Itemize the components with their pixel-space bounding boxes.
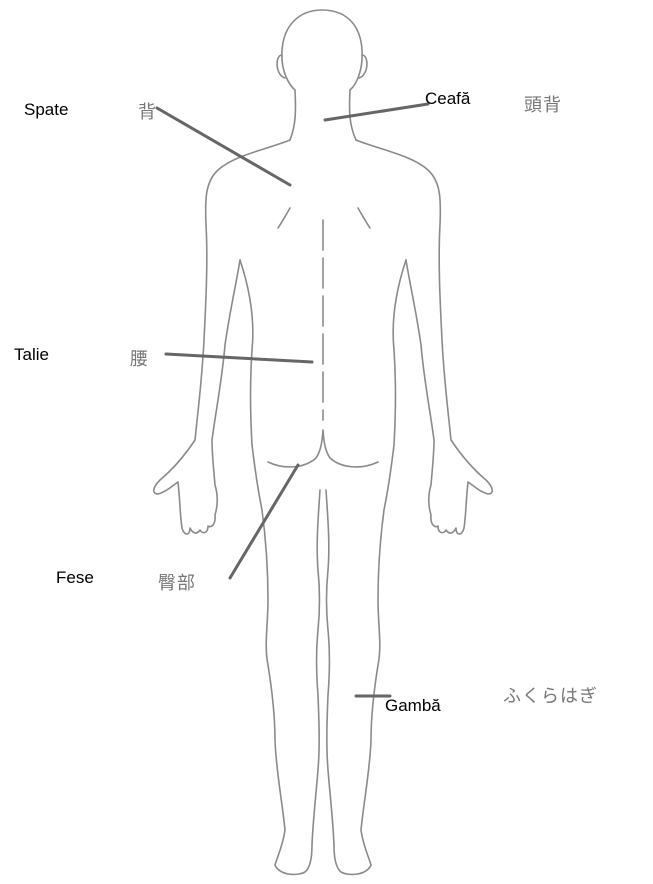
leg-inner-right (326, 490, 334, 845)
neck-left (290, 90, 295, 140)
label-fese-jp: 臀部 (158, 569, 196, 595)
label-talie: Talie (14, 345, 49, 365)
leader-talie (166, 354, 312, 362)
shoulder-blade-right (358, 208, 370, 228)
torso-right (361, 445, 394, 865)
arm-inner-right (393, 260, 406, 445)
arm-inner-left (240, 260, 253, 445)
leader-fese (230, 465, 298, 578)
shoulder-blade-left (278, 208, 290, 228)
label-talie-jp: 腰 (130, 345, 149, 371)
leg-inner-left (312, 490, 320, 845)
torso-left (252, 445, 285, 865)
head-outline (282, 10, 362, 90)
label-spate: Spate (24, 100, 68, 120)
label-fese: Fese (56, 568, 94, 588)
body-outline-right (356, 140, 492, 534)
buttocks-curve (268, 430, 378, 467)
label-gamba: Gambă (385, 696, 441, 716)
label-gamba-jp: ふくらはぎ (503, 682, 598, 708)
head-outline-left (282, 60, 295, 90)
body-outline-left (154, 140, 290, 534)
ear-left (277, 55, 285, 78)
label-ceafa-jp: 頭背 (524, 91, 562, 117)
label-spate-jp: 背 (138, 98, 157, 124)
leader-ceafa (325, 104, 428, 120)
label-ceafa: Ceafă (425, 89, 470, 109)
